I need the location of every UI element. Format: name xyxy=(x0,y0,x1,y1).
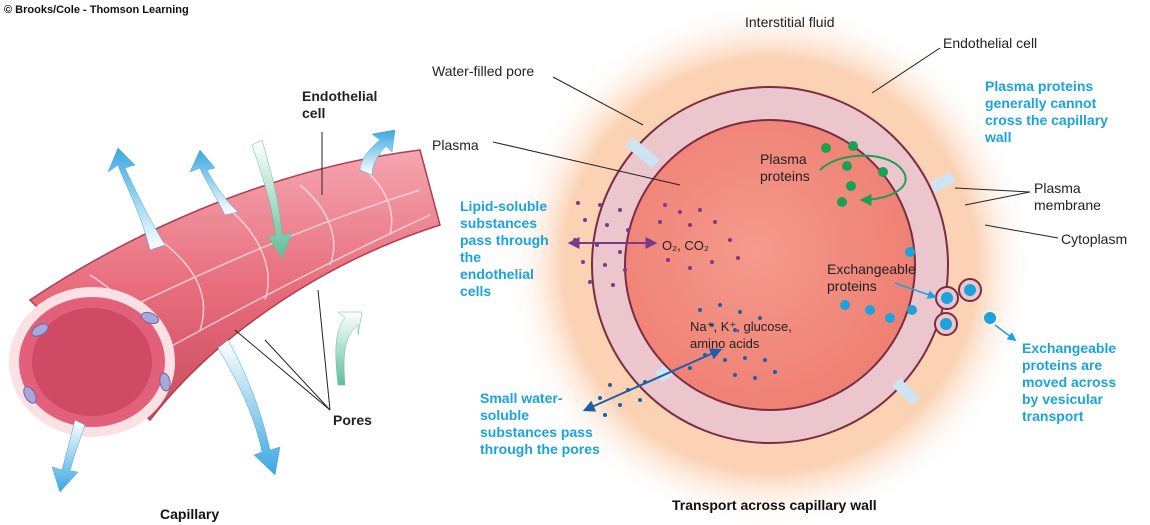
note-line: soluble xyxy=(480,407,530,423)
cross-section-caption: Transport across capillary wall xyxy=(672,497,877,513)
exchangeable-protein-dots xyxy=(840,247,917,323)
note-line: Exchangeable xyxy=(1022,340,1117,356)
outflow-arrow xyxy=(217,339,281,476)
note-plasma-proteins: Plasma proteins generally cannot cross t… xyxy=(985,78,1108,146)
solutes-label: Na⁺, K⁺, glucose, amino acids xyxy=(690,318,792,352)
cross-section xyxy=(492,0,1059,525)
note-line: Lipid-soluble xyxy=(460,198,548,214)
pores-label: Pores xyxy=(333,412,372,428)
endothelial-label-line: Endothelial xyxy=(302,88,378,104)
note-line: through the pores xyxy=(480,441,600,457)
interstitial-fluid-label: Interstitial fluid xyxy=(745,14,835,30)
endothelial-label-line: cell xyxy=(302,105,326,121)
plasma-membrane-line: membrane xyxy=(1034,197,1101,213)
pores-leader-lines xyxy=(234,289,331,411)
note-line: Plasma proteins xyxy=(985,78,1094,94)
inflow-arrow xyxy=(335,311,363,386)
note-line: substances pass xyxy=(480,424,593,440)
note-line: Small water- xyxy=(480,390,563,406)
plasma-protein-arrow xyxy=(819,154,907,206)
plasma-label: Plasma xyxy=(432,137,479,153)
outflow-arrow xyxy=(51,419,86,493)
capillary-illustration xyxy=(9,129,441,493)
note-line: substances xyxy=(460,215,538,231)
outflow-arrow xyxy=(359,129,396,176)
note-line: generally cannot xyxy=(985,95,1097,111)
water-soluble-arrow xyxy=(582,348,723,412)
note-line: moved across xyxy=(1022,374,1117,390)
plasma-protein-dots xyxy=(821,141,888,207)
note-line: cells xyxy=(460,283,492,299)
plasma-proteins-line: Plasma xyxy=(760,151,807,167)
capillary-caption: Capillary xyxy=(160,506,220,522)
note-vesicular-transport: Exchangeable proteins are moved across b… xyxy=(1022,340,1116,425)
exchangeable-arrow xyxy=(894,282,937,299)
note-small-water-soluble: Small water- soluble substances pass thr… xyxy=(480,390,600,458)
vesicular-arrow xyxy=(994,324,1017,342)
note-line: proteins are xyxy=(1022,357,1103,373)
label-leader-lines xyxy=(492,47,1059,239)
plasma-proteins-line: proteins xyxy=(760,168,810,184)
plasma-proteins-label: Plasma proteins xyxy=(760,151,810,185)
solutes-line: amino acids xyxy=(690,336,760,351)
exchangeable-proteins-label: Exchangeable proteins xyxy=(827,261,916,295)
note-line: transport xyxy=(1022,408,1084,424)
endothelial-cell-label: Endothelial cell xyxy=(302,88,377,122)
copyright-text: © Brooks/Cole - Thomson Learning xyxy=(4,4,189,16)
cytoplasm-label: Cytoplasm xyxy=(1061,231,1128,247)
note-line: pass through xyxy=(460,232,549,248)
inflow-arrow xyxy=(251,139,293,259)
plasma-membrane-label: Plasma membrane xyxy=(1034,180,1101,214)
exchangeable-proteins-line: proteins xyxy=(827,278,877,294)
exchangeable-proteins-line: Exchangeable xyxy=(827,261,916,277)
water-filled-pore-label: Water-filled pore xyxy=(432,63,535,79)
plasma-lumen xyxy=(624,119,916,411)
solutes-line: Na⁺, K⁺, glucose, xyxy=(690,319,792,334)
plasma-membrane-line: Plasma xyxy=(1034,180,1081,196)
outflow-arrow xyxy=(107,147,166,251)
note-line: the xyxy=(460,249,481,265)
note-lipid-soluble: Lipid-soluble substances pass through th… xyxy=(460,198,549,300)
gases-label: O₂, CO₂ xyxy=(662,238,709,253)
note-line: cross the capillary xyxy=(985,112,1108,128)
note-line: by vesicular xyxy=(1022,391,1103,407)
note-line: wall xyxy=(985,129,1012,145)
endothelial-cell-label-right: Endothelial cell xyxy=(943,35,1038,51)
note-line: endothelial xyxy=(460,266,534,282)
outflow-arrow xyxy=(189,149,239,216)
